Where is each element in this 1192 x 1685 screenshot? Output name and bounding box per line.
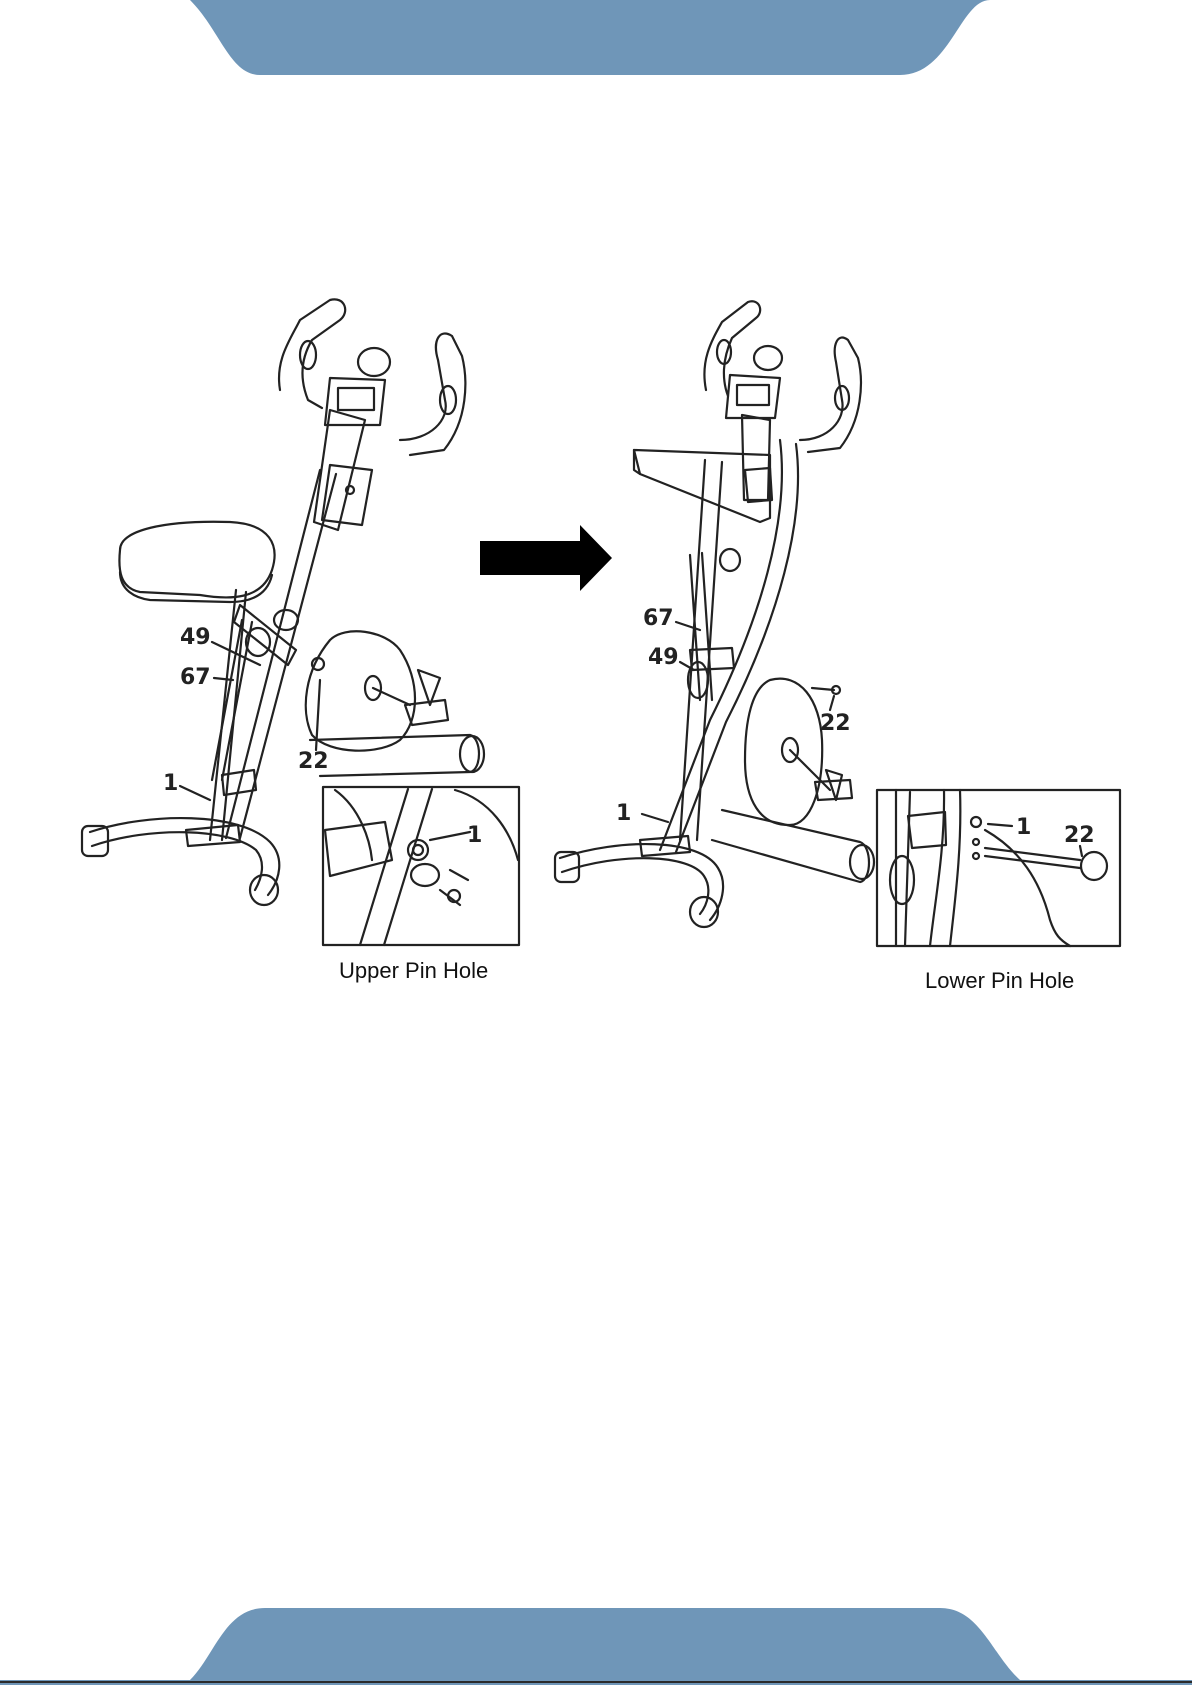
handlebar-left xyxy=(279,299,465,455)
flywheel-right xyxy=(745,679,822,825)
inset-lower xyxy=(877,790,1120,946)
inset-upper-leader xyxy=(430,832,470,840)
bike-right xyxy=(555,301,874,927)
console-knob-right xyxy=(754,346,782,370)
inset-upper xyxy=(323,787,519,945)
leader-22-right xyxy=(830,696,834,710)
callout-1-right: 1 xyxy=(616,801,631,826)
inset-lower-pin xyxy=(985,848,1080,868)
pin-22-right xyxy=(812,688,834,690)
front-tube-right xyxy=(660,440,798,852)
column-left xyxy=(314,410,365,530)
callout-1-inset-upper: 1 xyxy=(467,823,482,848)
callout-67-left: 67 xyxy=(180,665,211,690)
footer-band-shape xyxy=(0,1608,1192,1685)
flywheel-left xyxy=(306,631,415,750)
console-screen-right xyxy=(737,385,769,405)
front-stabilizer-left xyxy=(310,735,479,776)
caption-upper-pin-hole: Upper Pin Hole xyxy=(339,958,488,984)
callout-22-inset-lower: 22 xyxy=(1064,823,1095,848)
callout-49-right: 49 xyxy=(648,645,679,670)
leader-1-left xyxy=(180,786,210,800)
seat-left xyxy=(119,522,274,598)
callout-1-left: 1 xyxy=(163,771,178,796)
console-right xyxy=(726,375,780,418)
pedal-left xyxy=(405,700,448,725)
inset-lower-leader xyxy=(988,824,1012,826)
leader-1-right xyxy=(642,814,668,822)
console-knob-left xyxy=(358,348,390,376)
leader-67-right xyxy=(676,622,700,630)
right-arrow-icon xyxy=(480,525,612,591)
callout-67-right: 67 xyxy=(643,606,674,631)
handlebar-right xyxy=(704,301,861,452)
callout-1-inset-lower: 1 xyxy=(1016,815,1031,840)
footer-band xyxy=(0,1600,1192,1685)
callout-22-right: 22 xyxy=(820,711,851,736)
console-screen-left xyxy=(338,388,374,410)
front-stabilizer-right xyxy=(712,810,869,882)
callout-22-left: 22 xyxy=(298,749,329,774)
inset-lower-pin-head xyxy=(1081,852,1107,880)
caption-lower-pin-hole: Lower Pin Hole xyxy=(925,968,1074,994)
wheel-right xyxy=(690,897,718,927)
callout-49-left: 49 xyxy=(180,625,211,650)
